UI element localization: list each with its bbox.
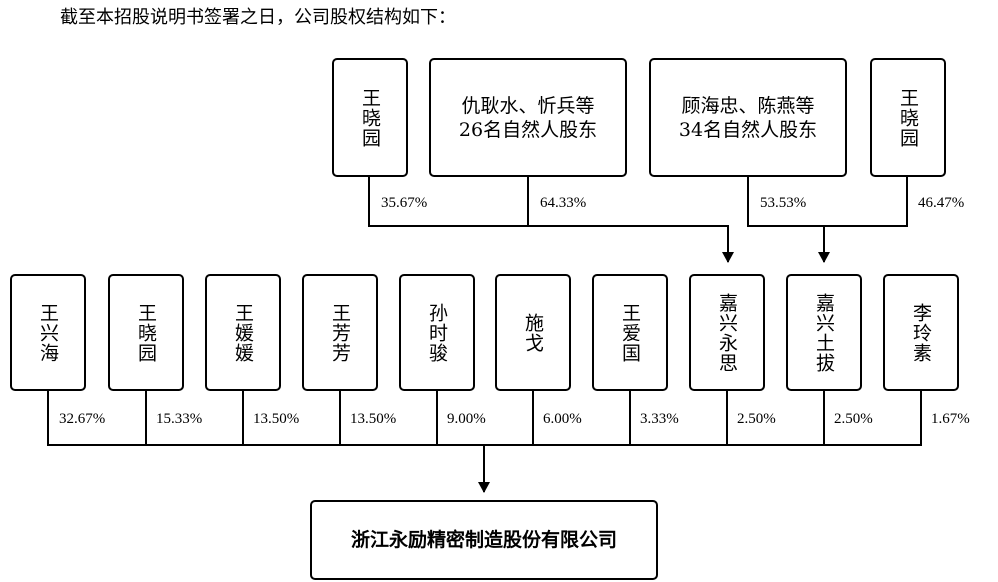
shareholder-box: 王爱国 — [592, 274, 668, 391]
holding-percentage: 64.33% — [540, 195, 587, 211]
shareholder-box: 嘉兴土拔 — [786, 274, 862, 391]
shareholder-name: 李玲素 — [910, 302, 932, 363]
holding-percentage: 9.00% — [447, 411, 486, 427]
shareholder-box: 王晓园 — [108, 274, 184, 391]
shareholder-name: 王媛媛 — [232, 302, 254, 363]
shareholder-name: 王兴海 — [37, 302, 59, 363]
shareholder-box: 王媛媛 — [205, 274, 281, 391]
shareholder-name: 施戈 — [522, 312, 544, 353]
shareholder-name: 嘉兴永思 — [716, 292, 738, 373]
shareholder-box: 李玲素 — [883, 274, 959, 391]
company-name: 浙江永励精密制造股份有限公司 — [350, 529, 617, 551]
shareholder-name: 王芳芳 — [329, 302, 351, 363]
top-holder-line2: 26名自然人股东 — [458, 118, 598, 141]
shareholder-name: 孙时骏 — [426, 302, 448, 363]
holding-percentage: 15.33% — [156, 411, 203, 427]
top-holder-box: 王晓园 — [870, 58, 946, 177]
top-holder-line2: 34名自然人股东 — [678, 118, 818, 141]
holding-percentage: 13.50% — [350, 411, 397, 427]
shareholder-box: 孙时骏 — [399, 274, 475, 391]
holding-percentage: 53.53% — [760, 195, 807, 211]
top-holder-line1: 仇耿水、忻兵等 — [461, 94, 595, 117]
intro-text: 截至本招股说明书签署之日，公司股权结构如下： — [60, 7, 456, 28]
shareholder-box: 王芳芳 — [302, 274, 378, 391]
top-holder-line1: 顾海忠、陈燕等 — [681, 94, 815, 117]
shareholder-box: 王兴海 — [10, 274, 86, 391]
holding-percentage: 46.47% — [918, 195, 965, 211]
shareholder-box: 施戈 — [495, 274, 571, 391]
top-holder-name: 王晓园 — [359, 87, 381, 148]
top-holder-box: 顾海忠、陈燕等 34名自然人股东 — [649, 58, 847, 177]
shareholder-name: 王晓园 — [135, 302, 157, 363]
shareholder-name: 王爱国 — [619, 302, 641, 363]
holding-percentage: 2.50% — [834, 411, 873, 427]
company-box: 浙江永励精密制造股份有限公司 — [310, 500, 658, 580]
holding-percentage: 6.00% — [543, 411, 582, 427]
top-holder-box: 仇耿水、忻兵等 26名自然人股东 — [429, 58, 627, 177]
top-holder-box: 王晓园 — [332, 58, 408, 177]
holding-percentage: 35.67% — [381, 195, 428, 211]
top-holder-name: 王晓园 — [897, 87, 919, 148]
holding-percentage: 13.50% — [253, 411, 300, 427]
holding-percentage: 1.67% — [931, 411, 970, 427]
holding-percentage: 2.50% — [737, 411, 776, 427]
holding-percentage: 32.67% — [59, 411, 106, 427]
shareholder-box: 嘉兴永思 — [689, 274, 765, 391]
shareholder-name: 嘉兴土拔 — [813, 292, 835, 373]
holding-percentage: 3.33% — [640, 411, 679, 427]
